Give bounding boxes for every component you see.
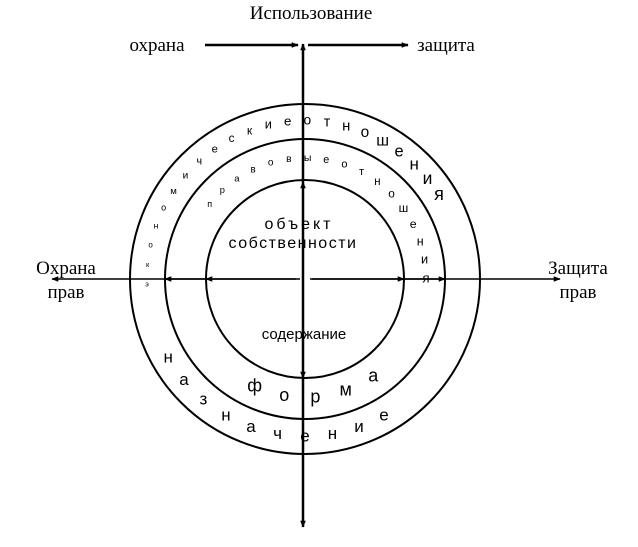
property-relations-letter: р xyxy=(220,185,225,195)
form-letter: р xyxy=(310,386,320,406)
form-letter: о xyxy=(279,385,289,405)
purpose-letter: е xyxy=(300,426,309,445)
economic-relations-letter: к xyxy=(146,260,150,269)
property-relations-letter: в xyxy=(286,154,292,165)
purpose-letter: а xyxy=(179,370,189,389)
property-relations-letter: о xyxy=(341,159,347,171)
purpose-letter: н xyxy=(164,347,173,366)
purpose-letter: н xyxy=(328,424,337,443)
property-relations-letter: а xyxy=(234,174,240,185)
property-label: собственности xyxy=(229,235,358,252)
property-relations-letter: я xyxy=(422,270,429,285)
purpose-letter: ч xyxy=(273,424,282,443)
economic-relations-letter: и xyxy=(183,170,189,181)
economic-relations-letter: о xyxy=(148,241,153,250)
property-relations-letter: е xyxy=(410,217,417,231)
economic-relations-letter: н xyxy=(410,154,419,173)
rights-protection-label-line2: прав xyxy=(559,282,596,303)
economic-relations-letter: э xyxy=(145,281,149,288)
property-relations-letter: в xyxy=(250,164,255,175)
economic-relations-letter: с xyxy=(229,132,235,145)
property-relations-letter: ш xyxy=(399,201,409,215)
purpose-letter: и xyxy=(354,417,364,436)
economic-relations-letter: к xyxy=(247,123,253,137)
economic-relations-letter: о xyxy=(361,124,370,141)
economic-relations-letter: и xyxy=(423,168,433,188)
property-relations-letter: и xyxy=(421,252,428,267)
property-relations-letter: н xyxy=(417,234,424,248)
economic-relations-letter: и xyxy=(265,117,272,132)
purpose-letter: е xyxy=(379,405,388,424)
purpose-letter: н xyxy=(221,405,230,424)
property-relations-letter: о xyxy=(388,187,395,201)
form-letter: ф xyxy=(247,376,262,396)
economic-relations-letter: о xyxy=(304,113,312,128)
purpose-letter: а xyxy=(246,417,256,436)
property-relations-letter: е xyxy=(323,154,329,166)
economic-relations-letter: я xyxy=(434,184,444,204)
property-relations-letter: п xyxy=(207,199,212,209)
economic-relations-letter: е xyxy=(284,113,291,128)
safeguard-label: охрана xyxy=(129,35,185,56)
object-label: объект xyxy=(265,216,334,233)
form-letter: м xyxy=(340,380,352,400)
economic-relations-letter: н xyxy=(154,221,159,231)
economic-relations-letter: т xyxy=(324,114,331,130)
economic-relations-letter: н xyxy=(342,118,350,134)
property-relations-letter: т xyxy=(359,166,364,178)
usage-label: Использование xyxy=(250,3,373,24)
property-relations-letter: ы xyxy=(304,152,312,164)
economic-relations-letter: е xyxy=(212,143,218,155)
form-letter: а xyxy=(368,365,379,385)
economic-relations-letter: о xyxy=(161,203,166,213)
protection-label: защита xyxy=(417,35,475,56)
economic-relations-letter: м xyxy=(170,186,177,197)
economic-relations-letter: ч xyxy=(197,155,203,167)
rights-protection-label-line1: Защита xyxy=(548,258,608,279)
rights-safeguard-label-line1: Охрана xyxy=(36,258,96,279)
economic-relations-letter: ш xyxy=(376,133,389,150)
purpose-letter: з xyxy=(200,389,208,408)
property-relations-letter: о xyxy=(268,158,274,169)
economic-relations-letter: е xyxy=(395,142,404,160)
rights-safeguard-label-line2: прав xyxy=(47,282,84,303)
property-relations-letter: н xyxy=(374,176,380,188)
content-label: содержание xyxy=(262,326,347,343)
